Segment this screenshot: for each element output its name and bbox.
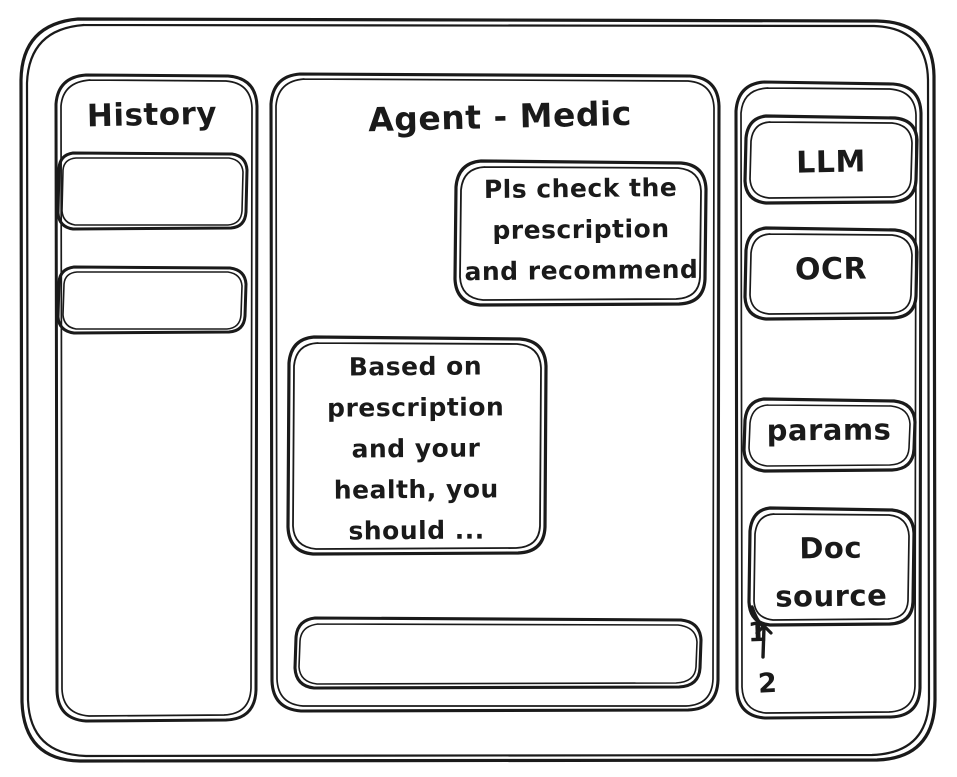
params-button[interactable]: params xyxy=(744,399,915,471)
doc-source-item-1[interactable]: 1 xyxy=(747,616,768,649)
message-input[interactable] xyxy=(295,618,701,688)
doc-source-item-2[interactable]: 2 xyxy=(757,667,779,700)
ocr-button-label: OCR xyxy=(794,251,868,288)
llm-button-label: LLM xyxy=(795,144,867,181)
user-message-text: Pls check the prescription and recommend xyxy=(464,172,699,287)
history-item-1[interactable] xyxy=(58,153,247,229)
page-title: Agent - Medic xyxy=(367,93,633,140)
doc-source-label: Doc source xyxy=(775,530,888,614)
history-item-2[interactable] xyxy=(58,267,246,333)
doc-source-box[interactable]: Doc source xyxy=(749,508,914,625)
history-panel-title: History xyxy=(86,95,218,135)
ocr-button[interactable]: OCR xyxy=(745,228,917,319)
user-message-bubble: Pls check the prescription and recommend xyxy=(455,161,706,305)
agent-message-bubble: Based on prescription and your health, y… xyxy=(288,337,546,554)
agent-message-text: Based on prescription and your health, y… xyxy=(327,351,505,546)
params-button-label: params xyxy=(766,412,892,448)
llm-button[interactable]: LLM xyxy=(745,116,917,203)
